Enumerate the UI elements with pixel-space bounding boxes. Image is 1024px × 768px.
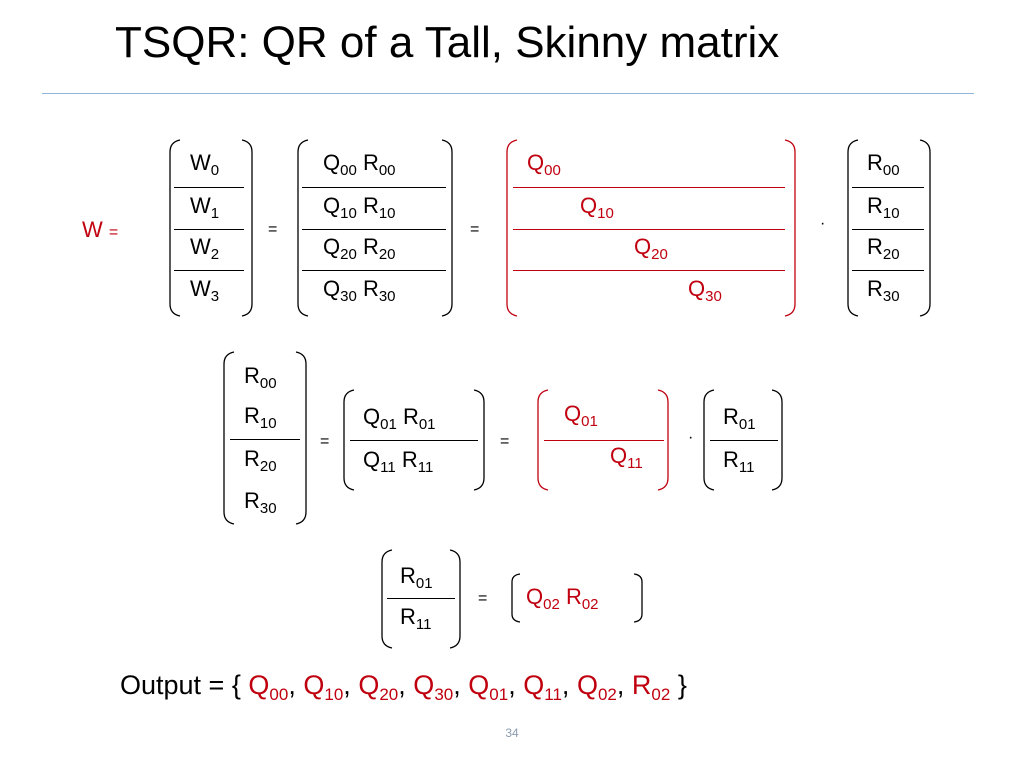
block-divider [174,270,244,271]
q00-diag: Q00 [527,150,561,179]
equals-sign: = [478,590,488,607]
page-number: 34 [505,726,519,740]
right-paren [441,139,453,317]
qr02-block: Q02 R02 [526,584,599,613]
w1-block: W1 [190,193,220,222]
left-paren [223,351,235,525]
equals-sign: = [470,221,480,238]
block-divider [513,229,785,230]
right-paren [473,389,485,491]
qr00-block: Q00 R00 [323,150,396,179]
w0-block: W0 [190,150,220,179]
block-divider [302,187,446,188]
left-paren [703,389,715,491]
r30-block: R30 [867,276,900,305]
left-paren [381,549,393,649]
right-paren [295,351,307,525]
qr10-block: Q10 R10 [323,193,396,222]
right-paren [241,139,253,317]
qr11-block: Q11 R11 [363,447,434,476]
qr20-block: Q20 R20 [323,234,396,263]
block-divider [174,229,244,230]
r20-block: R20 [244,446,277,475]
block-divider [513,270,785,271]
right-paren [919,139,931,317]
equals-sign: = [500,433,510,450]
r11-block: R11 [723,447,755,476]
block-divider [852,187,924,188]
output-line: Output = { Q00, Q10, Q20, Q30, Q01, Q11,… [120,670,687,704]
qr01-block: Q01 R01 [363,404,436,433]
left-paren [169,139,181,317]
w2-block: W2 [190,234,220,263]
right-paren [771,389,783,491]
r11-block: R11 [400,604,432,633]
w-label: W = [82,217,119,242]
block-divider [302,229,446,230]
left-paren [506,139,518,317]
output-label: Output = [120,670,225,700]
block-divider [852,229,924,230]
output-item: Q02 [576,670,617,704]
r30-block: R30 [244,488,277,517]
block-divider [174,187,244,188]
q01-diag: Q01 [564,401,598,430]
q10-diag: Q10 [580,193,614,222]
w3-block: W3 [190,276,220,305]
left-paren [537,389,549,491]
title-divider [42,93,974,94]
r10-block: R10 [867,193,900,222]
qr30-block: Q30 R30 [323,276,396,305]
output-item: Q20 [358,670,399,704]
output-item: R02 [631,670,671,704]
equals-sign: = [320,433,330,450]
r01-block: R01 [400,563,433,592]
block-divider [710,440,778,441]
q20-diag: Q20 [634,234,668,263]
output-item: Q10 [303,670,344,704]
left-paren [343,389,355,491]
block-divider [513,187,785,188]
output-item: Q00 [248,670,289,704]
left-paren [511,573,521,623]
right-paren [449,549,461,649]
output-item: Q01 [468,670,509,704]
block-divider [544,440,664,441]
left-paren [297,139,309,317]
r10-block: R10 [244,403,277,432]
output-item: Q30 [413,670,454,704]
right-paren [657,389,669,491]
block-divider [350,440,478,441]
equals-sign: = [268,221,278,238]
block-divider [387,598,455,599]
right-paren [633,573,643,623]
r00-block: R00 [244,363,277,392]
dot-operator: · [688,429,694,446]
block-divider [852,270,924,271]
block-divider [230,439,300,440]
q11-diag: Q11 [610,443,643,472]
r00-block: R00 [867,150,900,179]
output-item: Q11 [523,670,562,704]
q30-diag: Q30 [688,276,722,305]
r01-block: R01 [723,404,756,433]
right-paren [784,139,796,317]
left-paren [847,139,859,317]
dot-operator: · [820,215,826,232]
slide-title: TSQR: QR of a Tall, Skinny matrix [115,18,780,67]
r20-block: R20 [867,234,900,263]
block-divider [302,270,446,271]
